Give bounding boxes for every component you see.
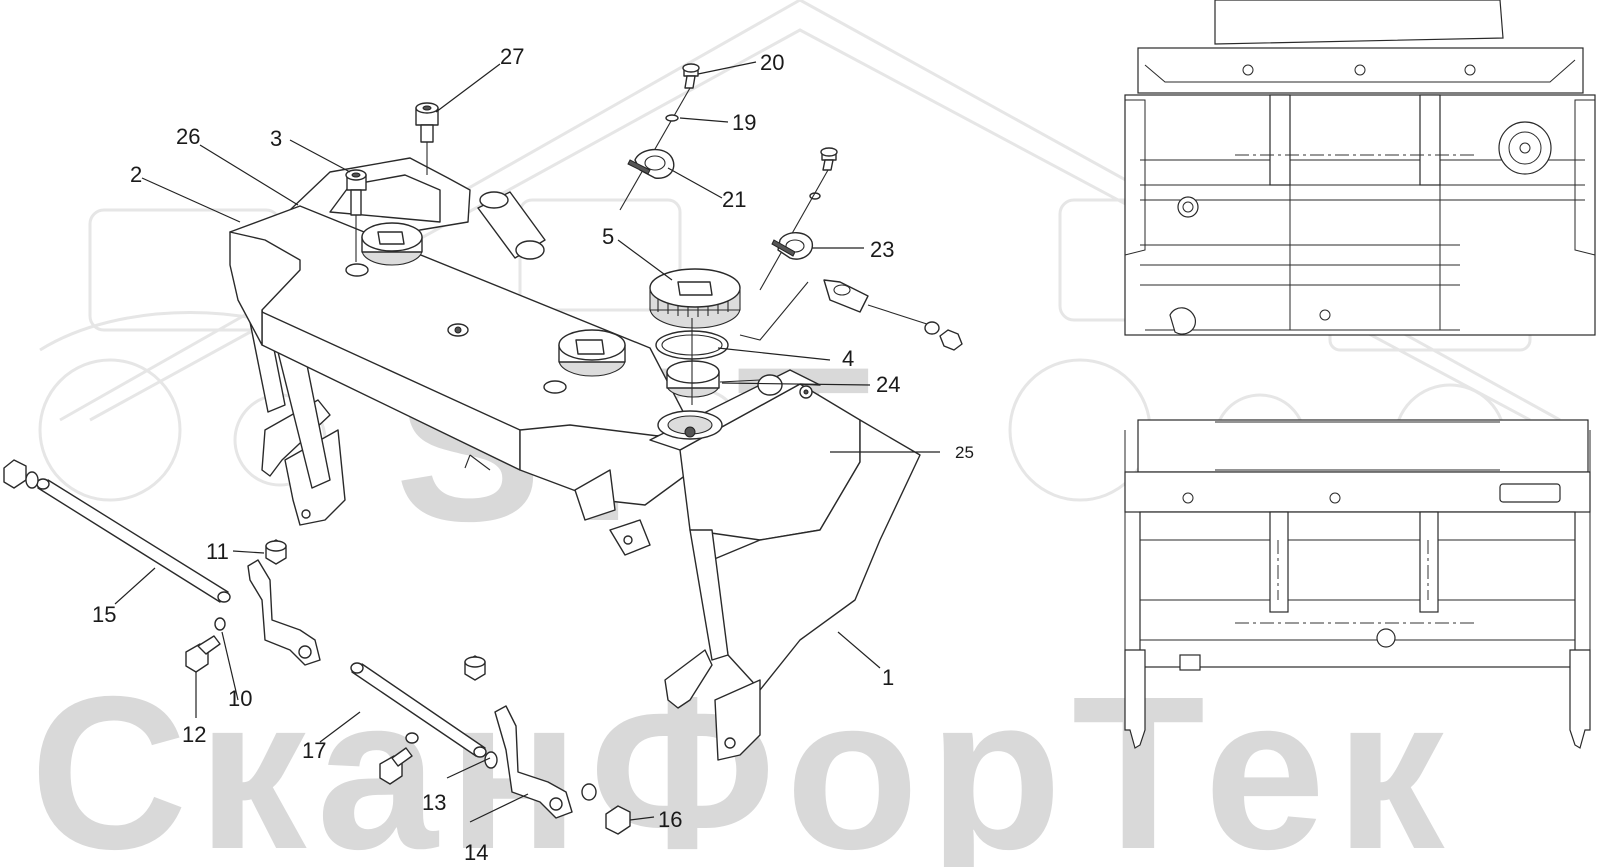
washer-10 [214,617,226,631]
screw-27 [415,102,439,175]
nut-left [3,459,27,489]
washer-right [924,321,940,335]
bushing-24-top [666,360,720,384]
callout-4: 4 [842,346,854,371]
frame-right-foot-hole [724,737,736,749]
bolt-12 [185,635,221,673]
callout-11: 11 [206,539,229,564]
callout-14: 14 [464,840,488,865]
side-sleeve [757,374,783,396]
nut-right [939,329,963,351]
callout-2: 2 [130,162,142,187]
callout-25: 25 [955,443,974,462]
clamp-23 [771,232,814,260]
frame-inner-tube [574,469,616,521]
callout-26: 26 [176,124,200,149]
screw-3 [345,169,367,262]
strap-bracket-upper [247,559,321,666]
callout-16: 16 [658,807,682,832]
sleeve-end [515,240,545,260]
callout-15: 15 [92,602,116,627]
clamp-21 [627,148,675,179]
washer-left [25,471,39,489]
frame-front-lip [519,424,691,506]
washer-19 [665,114,679,122]
nut-16 [605,805,631,835]
callout-24: 24 [876,372,900,397]
leader-lines [114,61,940,823]
bearing-assemblies [361,191,626,377]
front-orthographic-view [1124,419,1591,749]
callout-labels: 1 2 3 4 5 10 11 12 13 14 15 16 17 19 20 … [92,44,974,865]
screw-20 [619,63,700,211]
callout-17: 17 [302,738,326,763]
bolt-lower [379,747,413,785]
callout-23: 23 [870,237,894,262]
callout-10: 10 [228,686,252,711]
callout-19: 19 [732,110,756,135]
lower-parts [3,459,631,835]
frame-left-foot-hole [301,509,311,519]
fasteners-top [345,63,963,351]
frame-right-lower-arm [689,529,729,661]
clevis-bracket [739,279,963,351]
callout-21: 21 [722,187,746,212]
callout-1: 1 [882,665,894,690]
callout-13: 13 [422,790,446,815]
callout-5: 5 [602,224,614,249]
adjuster-stack [649,268,783,440]
callout-20: 20 [760,50,784,75]
frame-hole-top [345,263,369,277]
washer-14 [581,783,597,801]
watermark-brand: СканФорТек [30,652,1455,867]
frame-right-foot [664,649,713,709]
strap-bracket-lower [494,705,573,819]
rod-15 [37,479,229,603]
callout-3: 3 [270,126,282,151]
callout-12: 12 [182,722,206,747]
top-orthographic-view [1124,0,1596,336]
washer-lower-small [405,732,419,744]
frame-side-gusset-1 [711,419,921,691]
frame-side-plate-2 [229,231,301,346]
frame-hole-front [543,380,567,394]
screw-right [759,147,838,291]
callout-27: 27 [500,44,524,69]
